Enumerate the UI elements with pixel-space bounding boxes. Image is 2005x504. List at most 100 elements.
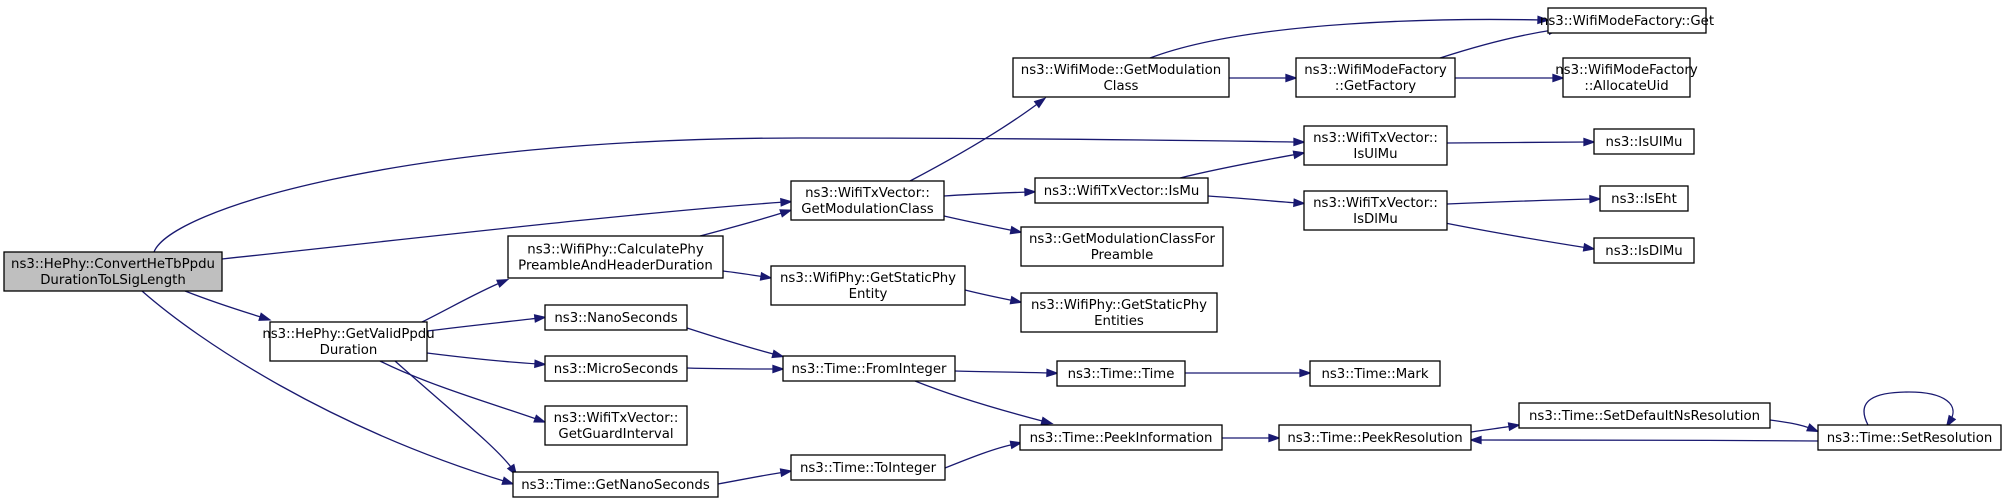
node-label: ns3::WifiTxVector:: (1313, 196, 1438, 211)
node-label: ns3::Time::SetDefaultNsResolution (1529, 409, 1760, 424)
arrowhead (533, 414, 547, 423)
node-box (512, 471, 719, 498)
node-label: ns3::Time::ToInteger (800, 461, 937, 476)
node-label: ns3::IsDlMu (1605, 244, 1682, 259)
edge-ismu-to-isdlmu_txv (1207, 195, 1306, 208)
edge-getmodclass_txv-to-ismu (943, 187, 1037, 197)
node-label: Entities (1094, 314, 1144, 329)
arrowhead (779, 468, 793, 478)
edge-line (722, 270, 766, 278)
node-box (782, 355, 956, 382)
node-isdlmu_txv[interactable]: ns3::WifiTxVector::IsDlMu (1303, 190, 1448, 231)
arrowhead (1552, 73, 1565, 83)
edge-line (421, 281, 503, 323)
node-setdefaultnsres[interactable]: ns3::Time::SetDefaultNsResolution (1518, 402, 1771, 429)
edge-root-to-getnanoseconds (141, 290, 515, 485)
node-calcphypreamble[interactable]: ns3::WifiPhy::CalculatePhyPreambleAndHea… (507, 235, 724, 279)
node-box (269, 321, 428, 362)
edge-line (1476, 439, 1819, 442)
node-microseconds[interactable]: ns3::MicroSeconds (544, 355, 688, 382)
node-label: ::GetFactory (1335, 79, 1416, 94)
node-factoryget[interactable]: ns3::WifiModeFactory::Get (1540, 7, 1714, 34)
edge-peekresolution-to-setdefaultnsres (1470, 422, 1521, 433)
node-label: GetGuardInterval (558, 427, 673, 442)
node-frominteger[interactable]: ns3::Time::FromInteger (782, 355, 956, 382)
edge-microseconds-to-frominteger (686, 364, 785, 374)
node-getnanoseconds[interactable]: ns3::Time::GetNanoSeconds (512, 471, 719, 498)
call-graph-nodes: ns3::HePhy::ConvertHeTbPpduDurationToLSi… (3, 7, 2002, 498)
node-box (1547, 7, 1707, 34)
edge-setresolution-to-peekresolution (1469, 435, 1819, 445)
node-box (1303, 190, 1448, 231)
node-getmodclass_mode[interactable]: ns3::WifiMode::GetModulationClass (1012, 57, 1230, 98)
edge-line (1439, 221, 1589, 249)
node-box (770, 265, 966, 306)
node-box (1020, 226, 1224, 267)
edge-line (943, 191, 1030, 197)
node-box (1593, 237, 1695, 264)
edge-line (1446, 141, 1589, 144)
arrowhead (1009, 295, 1023, 305)
edge-getmodclass_mode-to-getfactory (1228, 73, 1298, 83)
node-label: ns3::IsUlMu (1606, 135, 1683, 150)
node-label: ns3::WifiTxVector:: (554, 411, 679, 426)
node-label: ns3::IsEht (1611, 192, 1677, 207)
node-label: ns3::NanoSeconds (554, 311, 677, 326)
arrowhead (1507, 422, 1521, 432)
edge-line (1470, 425, 1514, 433)
node-label: ns3::WifiPhy::CalculatePhy (527, 243, 704, 258)
edge-line (699, 211, 786, 237)
node-isulmu[interactable]: ns3::IsUlMu (1593, 128, 1695, 155)
edge-calcphypreamble-to-getmodclass_txv (699, 209, 793, 237)
node-getfactory[interactable]: ns3::WifiModeFactory::GetFactory (1295, 57, 1456, 98)
node-label: Preamble (1091, 248, 1154, 263)
node-box (1034, 177, 1209, 204)
node-label: ns3::GetModulationClassFor (1029, 232, 1216, 247)
node-label: ns3::MicroSeconds (554, 362, 678, 377)
node-allocateuid[interactable]: ns3::WifiModeFactory::AllocateUid (1555, 57, 1698, 98)
node-peekresolution[interactable]: ns3::Time::PeekResolution (1278, 424, 1472, 451)
node-setresolution[interactable]: ns3::Time::SetResolution (1817, 424, 2002, 451)
node-ismu[interactable]: ns3::WifiTxVector::IsMu (1034, 177, 1209, 204)
node-label: DurationToLSigLength (40, 273, 186, 288)
edge-line (717, 471, 786, 485)
node-timetime[interactable]: ns3::Time::Time (1056, 360, 1186, 387)
arrowhead (1292, 150, 1306, 160)
edge-line (1439, 29, 1554, 59)
arrowhead (1806, 423, 1820, 433)
node-label: Entity (849, 287, 888, 302)
node-box (507, 235, 724, 279)
node-tointeger[interactable]: ns3::Time::ToInteger (790, 454, 946, 481)
node-label: ns3::WifiModeFactory::Get (1540, 14, 1714, 29)
node-isulmu_txv[interactable]: ns3::WifiTxVector::IsUlMu (1303, 125, 1448, 166)
edge-line (954, 370, 1052, 374)
arrowhead (1009, 225, 1023, 235)
edge-setresolution-to-setresolution (1863, 391, 1957, 428)
node-nanoseconds[interactable]: ns3::NanoSeconds (544, 304, 688, 331)
edge-getmodclass_mode-to-factoryget (1149, 15, 1550, 59)
arrowhead (1537, 15, 1550, 25)
node-isdlmu[interactable]: ns3::IsDlMu (1593, 237, 1695, 264)
arrowhead (1589, 194, 1602, 204)
edge-getvalidppdu-to-getguardinterval (379, 360, 547, 423)
node-box (1303, 125, 1448, 166)
node-label: ns3::HePhy::GetValidPpdu (262, 327, 434, 342)
edge-calcphypreamble-to-getstaticphyentity (722, 270, 773, 281)
call-graph-edges (141, 15, 1957, 485)
node-root[interactable]: ns3::HePhy::ConvertHeTbPpduDurationToLSi… (3, 251, 223, 292)
arrowhead (1469, 435, 1482, 445)
node-peekinformation[interactable]: ns3::Time::PeekInformation (1019, 424, 1223, 451)
edge-line (221, 201, 786, 260)
node-getmodclass_txv[interactable]: ns3::WifiTxVector::GetModulationClass (790, 180, 945, 221)
node-label: ns3::WifiPhy::GetStaticPhy (1031, 298, 1207, 313)
arrowhead (258, 312, 272, 321)
arrowhead (1033, 97, 1047, 109)
node-iseht[interactable]: ns3::IsEht (1599, 185, 1689, 212)
node-getguardinterval[interactable]: ns3::WifiTxVector::GetGuardInterval (544, 405, 688, 446)
edge-getvalidppdu-to-nanoseconds (426, 314, 547, 332)
node-mark[interactable]: ns3::Time::Mark (1309, 360, 1441, 387)
